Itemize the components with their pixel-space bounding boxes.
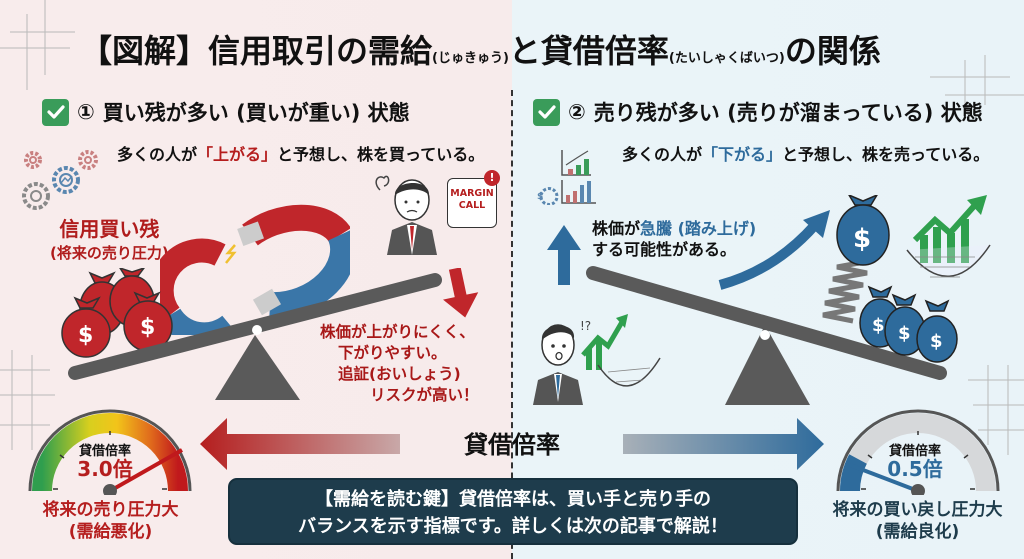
title-ruby-taishakubairitsu: (たいしゃくばいつ) — [668, 51, 785, 66]
right-heading-text: 売り残が多い (売りが溜まっている) 状態 — [593, 101, 983, 125]
gauge-right-readout: 貸借倍率 0.5倍 — [880, 440, 950, 479]
gauge-left-value: 3.0倍 — [77, 457, 133, 481]
page-title: 【図解】信用取引の需給(じゅきゅう)と貸借倍率(たいしゃくばいつ)の関係 — [80, 26, 980, 72]
money-bags-blue-icon: $ $ $ — [859, 285, 958, 363]
title-ruby-jukyu: (じゅきゅう) — [432, 51, 509, 66]
gauge-left-high-ratio — [28, 409, 192, 495]
gauge-left-title: 貸借倍率 — [78, 444, 131, 459]
svg-text:$: $ — [78, 323, 93, 348]
worried-businessman-icon — [375, 175, 437, 255]
note-pre: 株価が — [592, 219, 641, 238]
curved-up-arrow-blue-icon — [718, 210, 830, 290]
magnet-icon — [160, 204, 350, 335]
svg-text:!?: !? — [580, 319, 591, 333]
left-risk-note: 株価が上がりにくく、 下がりやすい。 追証(おいしょう) リスクが高い！ — [320, 322, 479, 406]
right-subline-pre: 多くの人が — [622, 145, 703, 164]
note-line-3: 追証(おいしょう) — [338, 365, 461, 383]
right-subline-highlight: 「下がる」 — [702, 145, 783, 164]
svg-text:$: $ — [898, 323, 911, 344]
svg-text:$: $ — [537, 192, 543, 202]
credit-buy-balance-label: 信用買い残 (将来の売り圧力) — [50, 213, 169, 263]
svg-text:$: $ — [140, 315, 155, 340]
right-section-heading: ② 売り残が多い (売りが溜まっている) 状態 — [533, 97, 983, 127]
checkmark-icon — [533, 98, 560, 126]
right-heading-number: ② — [568, 100, 586, 124]
note-line-2: 下がりやすい。 — [338, 344, 447, 362]
money-bags-red-icon: $ $ — [61, 268, 173, 358]
left-heading-number: ① — [77, 100, 95, 124]
title-suffix: の関係 — [784, 32, 881, 70]
gauge-right-caption-1: 将来の買い戻し圧力大 — [832, 500, 1003, 520]
grid-decoration-top-left — [0, 0, 75, 90]
left-subline-pre: 多くの人が — [117, 145, 198, 164]
gauge-left-caption: 将来の売り圧力大 (需給悪化) — [18, 499, 203, 543]
note-line-1: 株価が上がりにくく、 — [320, 323, 475, 341]
svg-text:$: $ — [853, 224, 871, 254]
note-line-4: リスクが高い！ — [370, 386, 479, 404]
gauge-left-caption-1: 将来の売り圧力大 — [42, 500, 179, 520]
svg-text:$: $ — [930, 331, 943, 352]
title-middle: と貸借倍率 — [508, 32, 669, 70]
gauge-right-low-ratio — [836, 409, 1000, 495]
left-section-heading: ① 買い残が多い (買いが重い) 状態 — [42, 97, 410, 127]
down-arrow-red-icon — [443, 268, 479, 318]
label-sub: (将来の売り圧力) — [50, 244, 169, 262]
gauge-left-caption-2: (需給悪化) — [68, 522, 153, 542]
grid-decoration-top-right — [930, 55, 1024, 105]
left-subline: 多くの人が「上がる」と予想し、株を買っている。 — [117, 141, 484, 165]
right-surge-note: 株価が急騰 (踏み上げ) する可能性がある。 — [592, 218, 756, 260]
margin-call-line-2: CALL — [458, 200, 486, 211]
grid-decoration-bottom-right — [968, 365, 1024, 455]
checkmark-icon — [42, 98, 69, 126]
right-subline-post: と予想し、株を売っている。 — [782, 145, 990, 164]
gauge-left-readout: 貸借倍率 3.0倍 — [70, 440, 140, 479]
center-divider — [511, 90, 513, 559]
seesaw-right — [586, 266, 947, 405]
ratio-axis-label: 貸借倍率 — [464, 431, 560, 459]
left-subline-post: と予想し、株を買っている。 — [277, 145, 485, 164]
surprised-businessman-icon: !? — [533, 314, 661, 405]
note-highlight: 急騰 (踏み上げ) — [640, 219, 757, 238]
svg-text:$: $ — [872, 315, 885, 336]
gauge-right-caption-2: (需給良化) — [875, 522, 960, 542]
title-prefix: 【図解】信用取引の需給 — [80, 32, 433, 70]
gears-icon — [22, 150, 98, 210]
gauge-right-title: 貸借倍率 — [888, 444, 941, 459]
growth-chart-icon: $ — [537, 150, 596, 205]
left-heading-text: 買い残が多い (買いが重い) 状態 — [102, 101, 410, 125]
left-subline-highlight: 「上がる」 — [197, 145, 278, 164]
alert-icon: ! — [484, 170, 500, 186]
margin-call-line-1: MARGIN — [450, 188, 494, 199]
spring-money-bag-icon: $ — [822, 195, 890, 324]
key-line-2: バランスを示す指標です。詳しくは次の記事で解説！ — [298, 516, 728, 537]
seesaw-left — [68, 273, 442, 400]
key-line-1: 【需給を読む鍵】貸借倍率は、買い手と売り手の — [315, 489, 711, 510]
up-arrow-blue-icon — [547, 225, 581, 285]
net-green-chart-icon — [906, 195, 991, 278]
grid-decoration-bottom-left — [0, 350, 55, 450]
gauge-right-caption: 将来の買い戻し圧力大 (需給良化) — [815, 499, 1020, 543]
label-main: 信用買い残 — [59, 217, 160, 241]
right-subline: 多くの人が「下がる」と予想し、株を売っている。 — [622, 141, 989, 165]
double-arrow-ratio-axis — [200, 418, 824, 470]
note-line-2: する可能性がある。 — [592, 240, 737, 259]
margin-call-bubble: MARGIN CALL — [447, 178, 497, 228]
gauge-right-value: 0.5倍 — [887, 457, 943, 481]
key-takeaway-box: 【需給を読む鍵】貸借倍率は、買い手と売り手の バランスを示す指標です。詳しくは次… — [228, 478, 798, 545]
